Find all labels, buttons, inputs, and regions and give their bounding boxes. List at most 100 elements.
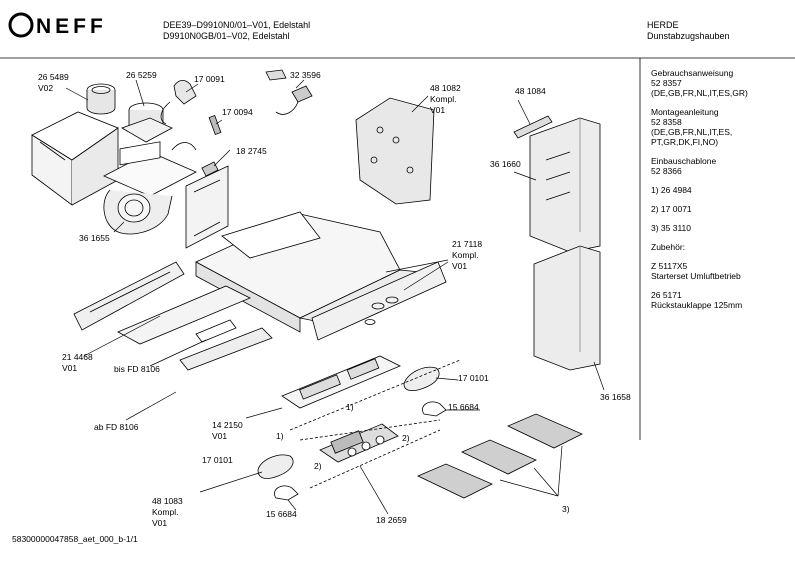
sidebar-line: 52 8357 — [651, 78, 682, 88]
sidebar-line: Zubehör: — [651, 242, 686, 252]
sidebar-line: 2) 17 0071 — [651, 204, 692, 214]
sidebar-line: 26 5171 — [651, 290, 682, 300]
lamp-frame-part — [281, 355, 401, 409]
label-26-5489: 26 5489 — [38, 72, 69, 82]
label-v01-a: V01 — [430, 105, 446, 115]
bulb-lower-part — [274, 485, 299, 501]
sidebar-line: (DE,GB,FR,NL,IT,ES, — [651, 127, 733, 137]
model-line-1: DEE39–D9910N0/01–V01, Edelstahl — [163, 20, 311, 30]
sidebar-block: 1) 26 4984 — [651, 185, 795, 195]
lamp-cover-part — [403, 366, 440, 392]
logo-brand-text: NEFF — [36, 15, 107, 38]
category-line-2: Dunstabzugshauben — [647, 31, 730, 41]
connector-part — [173, 80, 197, 105]
plug-part — [265, 69, 313, 115]
filter-strip-part — [117, 285, 251, 345]
sidebar-gap — [651, 176, 795, 185]
sidebar-line: 3) 35 3110 — [651, 223, 692, 233]
label-v01-c: V01 — [62, 363, 78, 373]
left-rail-part — [73, 261, 185, 331]
spring-part — [208, 115, 222, 135]
sidebar-line: Rückstauklappe 125mm — [651, 300, 743, 310]
sidebar-gap — [651, 252, 795, 261]
label-ab-fd-8106: ab FD 8106 — [94, 422, 139, 432]
bracket-part — [513, 115, 553, 139]
sidebar-gap — [651, 281, 795, 290]
sidebar-line: Montageanleitung — [651, 107, 719, 117]
back-panel-part — [31, 111, 119, 206]
control-panel-part — [311, 261, 447, 341]
label-v01-d: V01 — [212, 431, 228, 441]
label-15-6684-a: 15 6684 — [448, 402, 479, 412]
category-line-1: HERDE — [647, 20, 679, 30]
label-v01-b: V01 — [452, 261, 468, 271]
side-panel-part — [185, 165, 229, 249]
bulb-part — [422, 401, 447, 417]
label-v01-e: V01 — [152, 518, 168, 528]
lamp-cover-lower-part — [257, 454, 294, 479]
sidebar-gap — [651, 195, 795, 204]
label-36-1655: 36 1655 — [79, 233, 110, 243]
label-note-1-a: 1) — [346, 402, 354, 412]
label-17-0091: 17 0091 — [194, 74, 225, 84]
sidebar-gap — [651, 310, 795, 319]
label-v02: V02 — [38, 83, 54, 93]
guide-line-c — [309, 429, 441, 489]
document-id: 58300000047858_aet_000_b-1/1 — [12, 534, 138, 544]
sidebar-line: (DE,GB,FR,NL,IT,ES,GR) — [651, 88, 748, 98]
sidebar-gap — [651, 233, 795, 242]
chimney-lower-part — [533, 245, 601, 371]
guide-line-a — [289, 359, 461, 431]
duct-ring-part — [86, 83, 116, 115]
sidebar-gap — [651, 147, 795, 156]
sidebar-block: Zubehör: — [651, 242, 795, 252]
sidebar-line: 1) 26 4984 — [651, 185, 692, 195]
lamp-holder-part — [319, 423, 399, 463]
sidebar-line: 52 8366 — [651, 166, 682, 176]
label-36-1660: 36 1660 — [490, 159, 521, 169]
label-kompl-a: Kompl. — [430, 94, 457, 104]
cable-line — [160, 101, 171, 125]
neff-logo: NEFF — [8, 12, 108, 38]
sidebar-line: Starterset Umluftbetrieb — [651, 271, 741, 281]
label-kompl-b: Kompl. — [452, 250, 479, 260]
sidebar-line: PT,GR,DK,FI,NO) — [651, 137, 719, 147]
sidebar-gap — [651, 214, 795, 223]
label-15-6684-b: 15 6684 — [266, 509, 297, 519]
label-note-2-a: 2) — [402, 433, 410, 443]
label-note-2-b: 2) — [314, 461, 322, 471]
label-48-1084: 48 1084 — [515, 86, 546, 96]
label-21-7118: 21 7118 — [452, 239, 483, 249]
label-bis-fd-8106: bis FD 8106 — [114, 364, 160, 374]
sidebar-block: 2) 17 0071 — [651, 204, 795, 214]
label-36-1658: 36 1658 — [600, 392, 631, 402]
filter-slot-part — [195, 319, 237, 343]
label-18-2745: 18 2745 — [236, 146, 267, 156]
label-17-0094: 17 0094 — [222, 107, 253, 117]
label-48-1083: 48 1083 — [152, 496, 183, 506]
sidebar-gap — [651, 98, 795, 107]
label-17-0101-a: 17 0101 — [458, 373, 489, 383]
sidebar-line: Z 5117X5 — [651, 261, 688, 271]
decorative-panel-part — [355, 97, 435, 205]
sidebar-line: Einbauschablone — [651, 156, 717, 166]
lower-strip-part — [179, 327, 273, 371]
guide-line-b — [299, 419, 441, 441]
label-48-1082: 48 1082 — [430, 83, 461, 93]
chimney-upper-part — [529, 117, 601, 253]
label-21-4468: 21 4468 — [62, 352, 93, 362]
sidebar-block: 3) 35 3110 — [651, 223, 795, 233]
label-32-3596: 32 3596 — [290, 70, 321, 80]
label-note-3: 3) — [562, 504, 570, 514]
label-18-2659: 18 2659 — [376, 515, 407, 525]
backflow-flap-part — [121, 102, 173, 143]
label-note-1-b: 1) — [276, 431, 284, 441]
sidebar-line: Gebrauchsanweisung — [651, 68, 734, 78]
label-26-5259: 26 5259 — [126, 70, 157, 80]
